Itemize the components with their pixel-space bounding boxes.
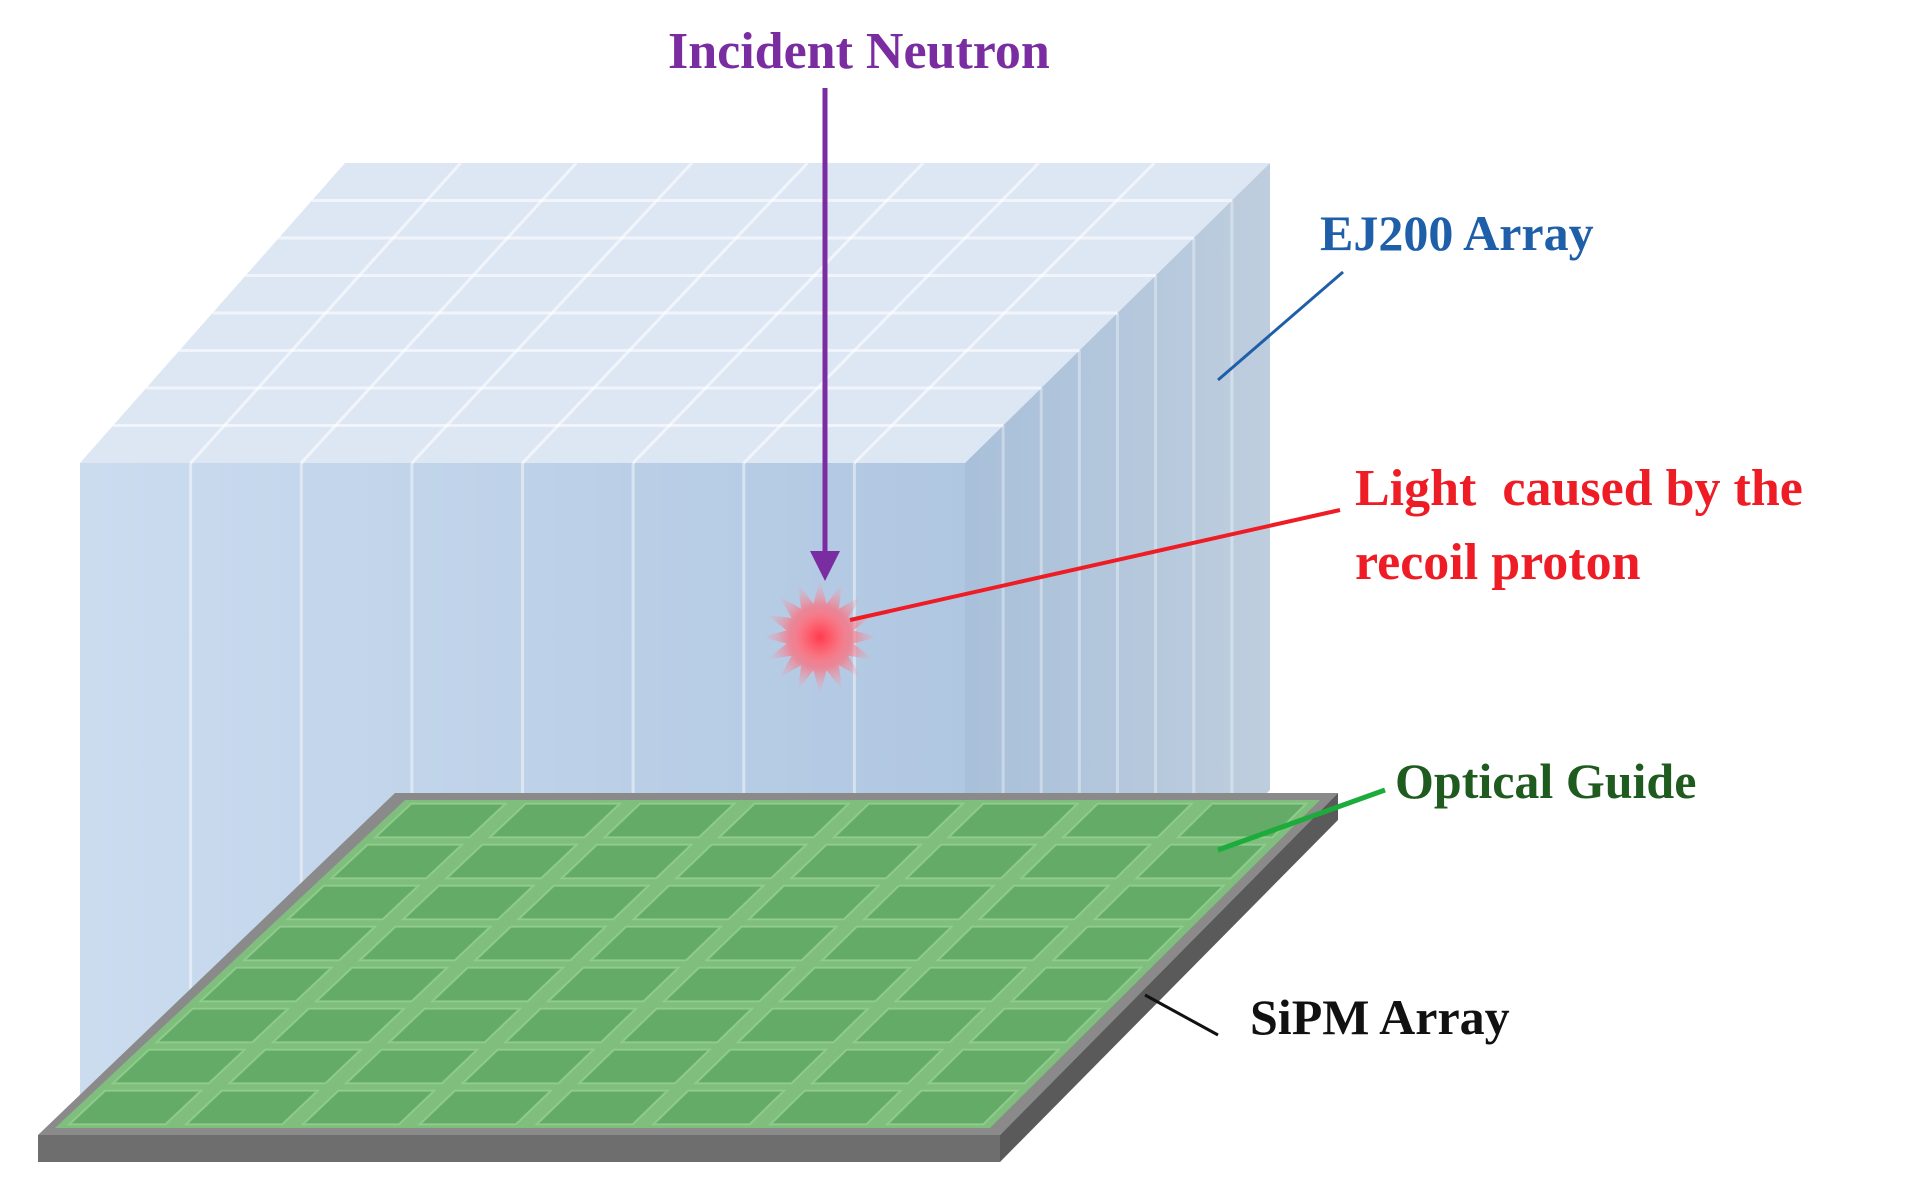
sipm-cell	[516, 884, 651, 921]
sipm-cell	[819, 925, 954, 962]
sipm-cell	[651, 1089, 787, 1126]
sipm-cell	[576, 1048, 712, 1085]
sipm-cell	[946, 802, 1080, 839]
sipm-cell	[386, 1007, 523, 1044]
sipm-cell	[746, 884, 881, 921]
sipm-cell	[66, 1089, 204, 1126]
sipm-cell	[935, 925, 1070, 962]
sipm-cell	[270, 1007, 407, 1044]
sipm-cell	[588, 925, 724, 962]
sipm-cell	[417, 1089, 554, 1126]
sipm-cell	[487, 802, 623, 839]
optical-guide-plate	[55, 800, 1320, 1128]
sipm-cell	[357, 925, 493, 962]
sipm-cell	[968, 1007, 1103, 1044]
sipm-cell	[227, 1048, 364, 1085]
sipm-cell	[693, 1048, 829, 1085]
light-recoil-proton-label: Light caused by the recoil proton	[1355, 452, 1915, 600]
sipm-cell	[503, 1007, 639, 1044]
sipm-cell	[314, 966, 450, 1003]
light-label-line-1: Light caused by the	[1355, 460, 1803, 517]
block-cell-grid	[113, 161, 1234, 1100]
sipm-cell	[534, 1089, 670, 1126]
sipm-cell	[110, 1048, 247, 1085]
sipm-cell	[735, 1007, 871, 1044]
sipm-cell	[809, 1048, 945, 1085]
ej200-array-label: EJ200 Array	[1320, 205, 1594, 261]
optical-guide-leader-line	[1217, 787, 1386, 853]
sipm-cell	[444, 843, 579, 880]
sipm-cell	[545, 966, 681, 1003]
sipm-cell	[183, 1089, 321, 1126]
sipm-cell	[460, 1048, 596, 1085]
sipm-cell	[372, 802, 508, 839]
sipm-cell	[1092, 884, 1226, 921]
sipm-base-side	[1000, 793, 1338, 1162]
optical-guide-layer	[55, 800, 1320, 1128]
sipm-cell	[893, 966, 1028, 1003]
sipm-cell	[329, 843, 465, 880]
sipm-cell	[862, 884, 996, 921]
sipm-cell	[285, 884, 421, 921]
block-top-divider	[742, 161, 1040, 465]
sipm-cell	[716, 802, 851, 839]
sipm-cell	[789, 843, 924, 880]
sipm-base-front	[38, 1135, 1000, 1162]
sipm-cell	[400, 884, 536, 921]
sipm-cell	[904, 843, 1038, 880]
ej200-leader-line	[1217, 270, 1344, 382]
sipm-cell	[1051, 925, 1185, 962]
sipm-cell	[884, 1089, 1020, 1126]
sipm-cell	[926, 1048, 1061, 1085]
sipm-array-label: SiPM Array	[1250, 989, 1510, 1045]
sipm-cell	[429, 966, 566, 1003]
sipm-cell	[977, 884, 1111, 921]
optical-guide-label: Optical Guide	[1395, 753, 1697, 809]
sipm-cell	[154, 1007, 291, 1044]
sipm-cell-grid	[66, 802, 1309, 1126]
sipm-cell	[300, 1089, 437, 1126]
block-top-divider	[632, 161, 925, 465]
sipm-cell	[1019, 843, 1153, 880]
sipm-cell	[241, 925, 378, 962]
sipm-cell	[674, 843, 809, 880]
sipm-cell	[198, 966, 334, 1003]
sipm-cell	[559, 843, 694, 880]
sipm-cell	[343, 1048, 480, 1085]
sipm-cell	[1061, 802, 1195, 839]
light-label-line-2: recoil proton	[1355, 534, 1641, 591]
incident-neutron-label: Incident Neutron	[668, 23, 1050, 80]
sipm-cell	[777, 966, 913, 1003]
sipm-cell	[631, 884, 766, 921]
sipm-cell	[602, 802, 737, 839]
sipm-cell	[619, 1007, 755, 1044]
sipm-cell	[661, 966, 797, 1003]
sipm-cell	[473, 925, 608, 962]
sipm-cell	[768, 1089, 903, 1126]
sipm-leader-line	[1144, 993, 1219, 1037]
light-flash-icon	[762, 579, 878, 695]
sipm-cell	[1009, 966, 1144, 1003]
block-top-divider	[853, 161, 1156, 465]
sipm-cell	[851, 1007, 987, 1044]
sipm-cell	[831, 802, 966, 839]
sipm-cell	[704, 925, 839, 962]
light-leader-line	[849, 508, 1341, 622]
